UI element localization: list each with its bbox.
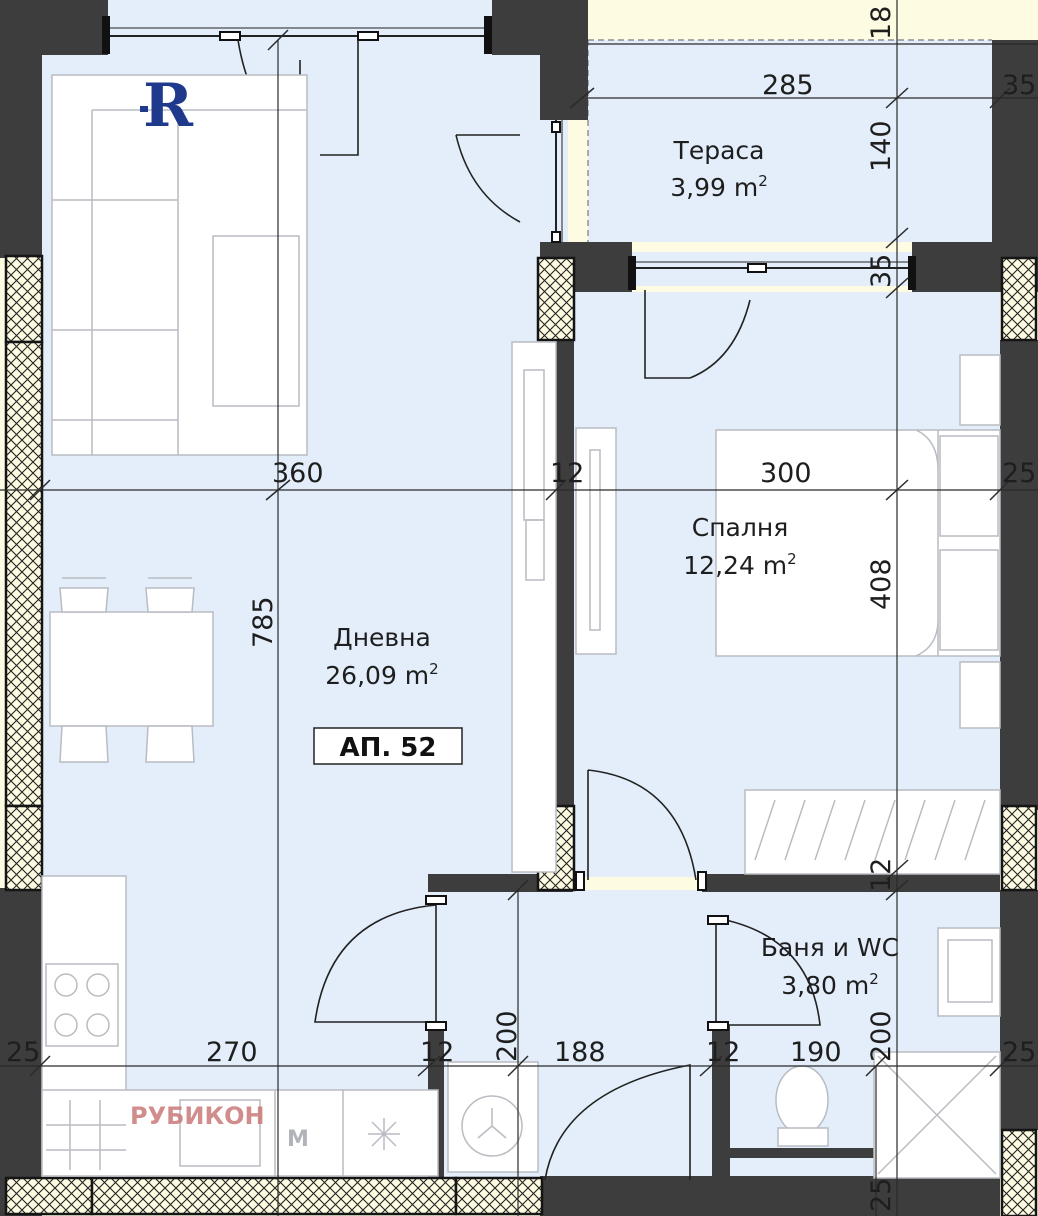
wall-bath-top-right [702, 874, 1000, 892]
wall-right-mid [1000, 340, 1038, 810]
dim-190: 190 [790, 1037, 842, 1068]
wall-divider [556, 340, 574, 810]
dim-200-right: 200 [866, 1010, 897, 1062]
column-right-top [1000, 256, 1038, 342]
dim-188: 188 [554, 1037, 606, 1068]
dim-25-right-bottom: 25 [1002, 1037, 1036, 1068]
window-terrace-door-left [540, 120, 568, 242]
furniture [41, 74, 1001, 1179]
dim-285: 285 [762, 70, 814, 101]
wall-right-bottom [1000, 890, 1038, 1130]
wall-terrace-right [992, 40, 1038, 292]
column-right-bottom [1000, 1128, 1038, 1216]
chair-3 [59, 725, 109, 763]
dim-300: 300 [760, 458, 812, 489]
dim-35-side: 35 [866, 254, 897, 288]
bedroom-area: 12,24 m2 [683, 550, 796, 580]
doors [237, 39, 821, 1181]
chair-4 [145, 725, 195, 763]
dim-12-br: 12 [706, 1037, 740, 1068]
chair-2 [145, 587, 195, 613]
desk [575, 427, 617, 655]
dim-18: 18 [866, 6, 897, 40]
bathroom-area: 3,80 m2 [781, 970, 879, 1000]
door-bathroom [715, 917, 821, 1026]
nightstand-bottom [959, 661, 1001, 729]
dim-140: 140 [866, 120, 897, 172]
dim-270: 270 [206, 1037, 258, 1068]
sink-kitchen [179, 1099, 261, 1167]
column-left-mid [4, 340, 44, 808]
wall-top-left-cap [0, 0, 108, 55]
column-bottom-mid [90, 1176, 458, 1216]
apartment-label: АП. 52 [340, 733, 437, 763]
wall-bottom [540, 1176, 1000, 1216]
dim-35-top: 35 [1002, 70, 1036, 101]
terrace-area: 3,99 m2 [670, 172, 768, 202]
bathroom-name: Баня и WC [761, 933, 899, 962]
bedroom-closet [744, 789, 1001, 875]
living-name: Дневна [333, 623, 431, 652]
dim-360: 360 [272, 458, 324, 489]
terrace-name: Тераса [673, 136, 765, 165]
column-right-mid [1000, 804, 1038, 892]
door-terrace-swing [455, 134, 521, 223]
column-left-top [4, 254, 44, 344]
bedroom-name: Спалня [692, 513, 788, 542]
chair-1 [59, 587, 109, 613]
wardrobe [511, 341, 557, 873]
dim-25-right-mid: 25 [1002, 458, 1036, 489]
column-bottom-left [4, 1176, 94, 1216]
dim-200-left: 200 [492, 1010, 523, 1062]
nightstand-top [959, 354, 1001, 426]
brand-watermark: РУБИКОН [130, 1102, 265, 1130]
terrace-floor [588, 40, 992, 242]
floors [42, 40, 1000, 1180]
wall-upper-divider [540, 0, 588, 120]
windows [102, 0, 916, 290]
kitchen-grid [46, 1100, 126, 1170]
dim-25-left: 25 [6, 1037, 40, 1068]
wall-bath-partition [730, 1148, 878, 1158]
door-top-swing-2 [320, 40, 359, 156]
door-entrance [544, 1064, 691, 1181]
dimension-labels: 360 12 300 25 285 35 18 140 35 785 408 1… [6, 6, 1036, 1212]
door-bedroom [587, 769, 697, 881]
dim-12-bath: 12 [866, 858, 897, 892]
logo-letter: R [143, 71, 194, 141]
dim-12-bl: 12 [420, 1037, 454, 1068]
dim-12-mid: 12 [550, 458, 584, 489]
toilet [775, 1065, 829, 1135]
door-living-hall [314, 904, 437, 1023]
dim-25-bottom: 25 [866, 1178, 897, 1212]
logo: R [140, 71, 194, 141]
wall-hall-right [712, 1025, 730, 1180]
apartment-label-box [313, 727, 463, 765]
appliance-letter: M [287, 1127, 309, 1152]
door-bedroom-window-swing [644, 290, 751, 379]
column-mid-top [536, 256, 576, 342]
column-left-bottom [4, 804, 44, 892]
hatched-columns [4, 254, 1038, 1216]
dim-408: 408 [866, 558, 897, 610]
dining-table [49, 611, 214, 727]
coffee-table [212, 235, 300, 407]
wall-left-lower [0, 888, 42, 1216]
living-area: 26,09 m2 [325, 660, 438, 690]
room-labels: Тераса 3,99 m2 Спалня 12,24 m2 Дневна 26… [325, 136, 899, 1000]
column-bottom-right [454, 1176, 544, 1216]
dim-785: 785 [248, 596, 279, 648]
stove [45, 963, 119, 1047]
